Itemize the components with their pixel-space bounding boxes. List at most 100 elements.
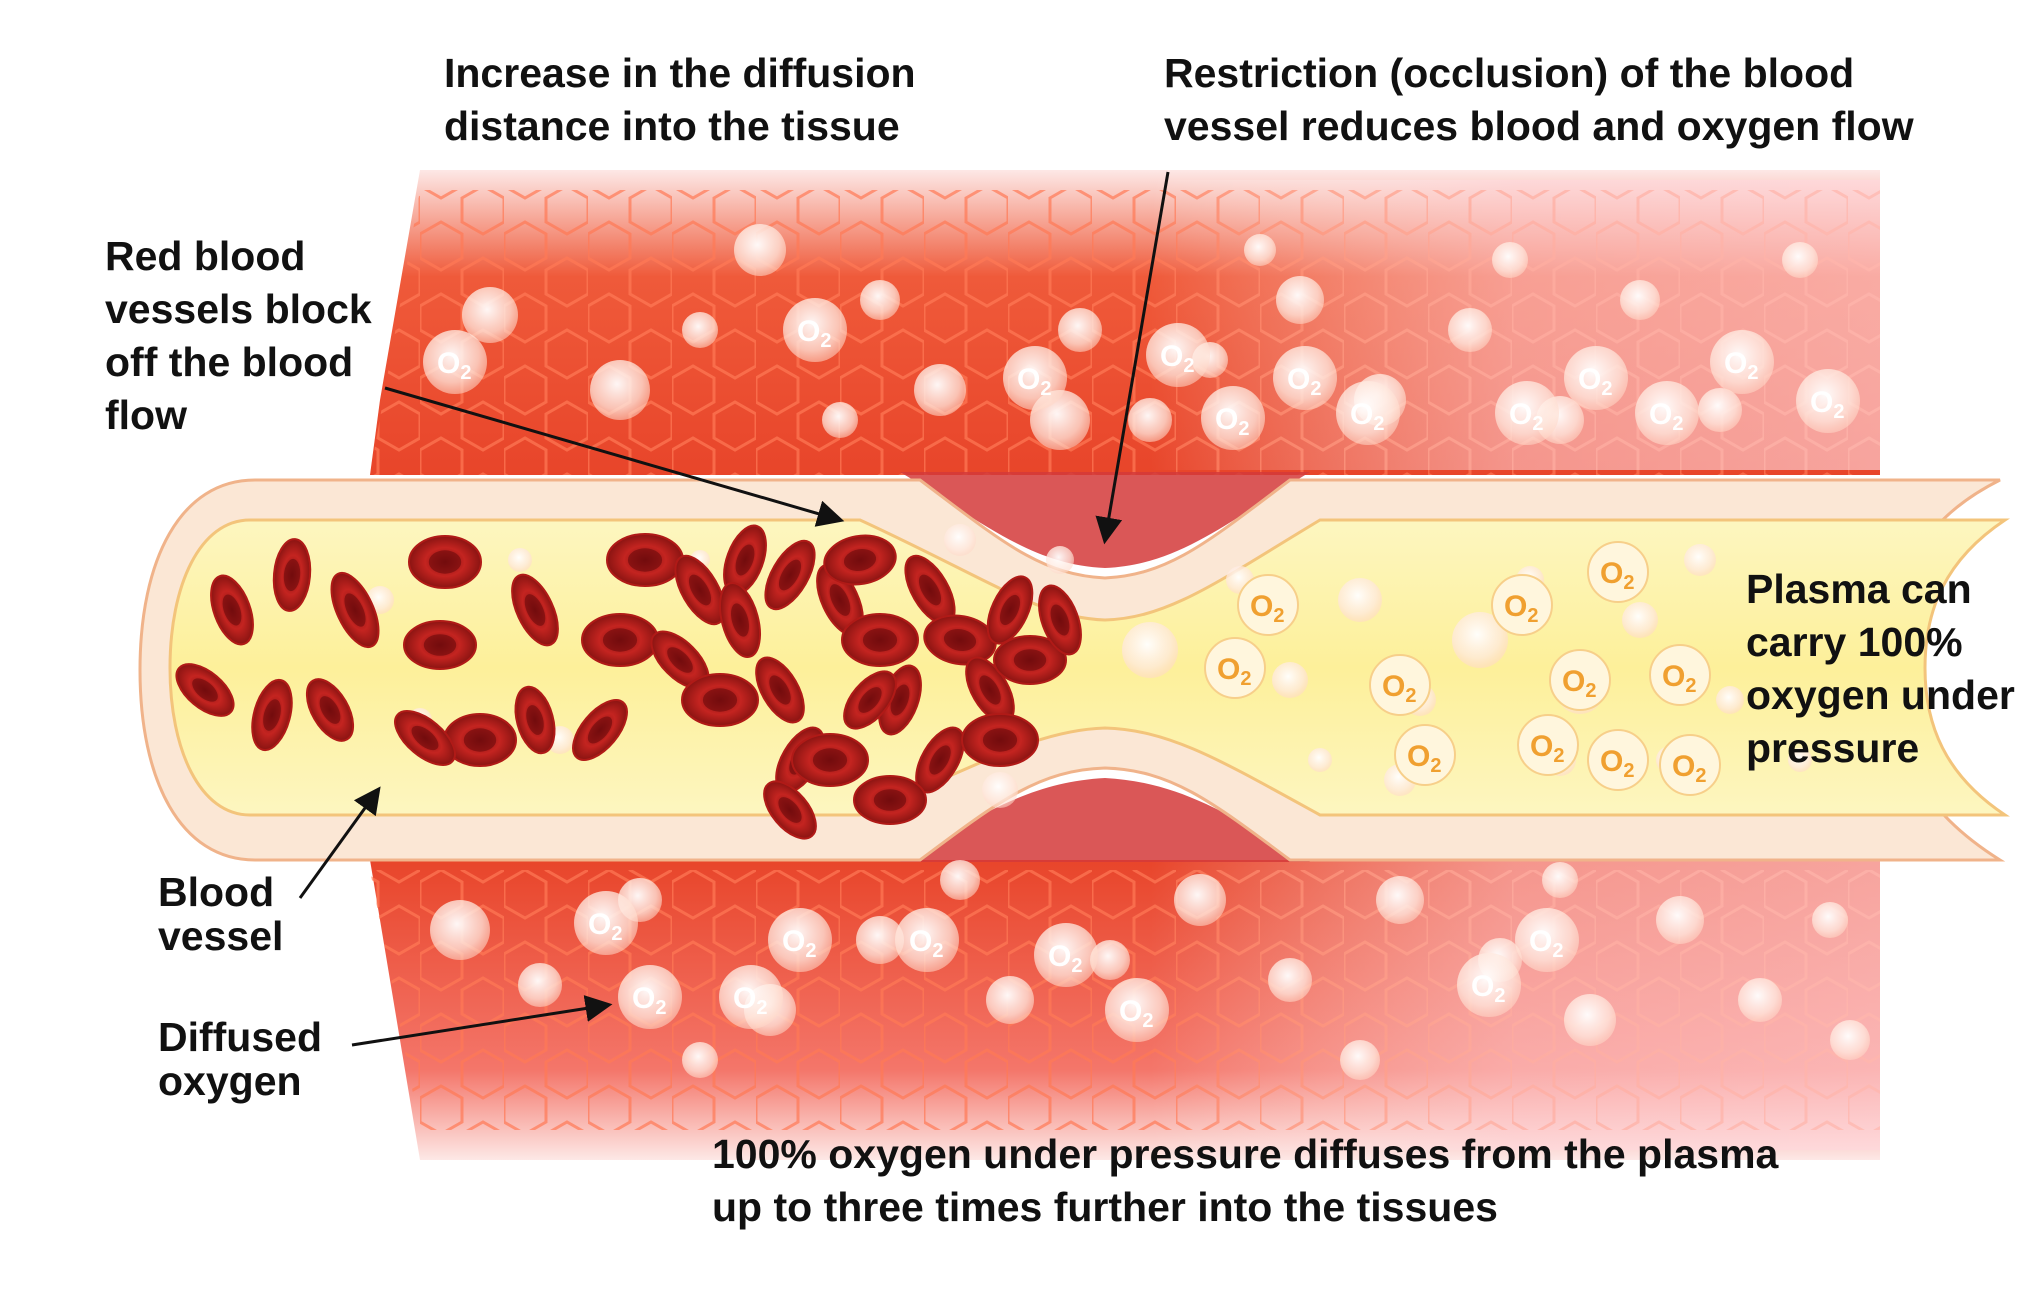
red-blood-cell xyxy=(251,678,293,752)
oxygen-bubble xyxy=(1542,862,1578,898)
o2-label: O2 xyxy=(1530,730,1564,767)
label-diffusion-distance: Increase in the diffusion distance into … xyxy=(444,47,916,153)
red-blood-cell xyxy=(843,670,897,730)
label-line: Blood xyxy=(158,869,275,915)
oxygen-bubble xyxy=(682,1042,718,1078)
oxygen-bubble xyxy=(1308,748,1332,772)
callout-arrows xyxy=(298,171,1170,1047)
o2-molecule-plasma xyxy=(1659,734,1721,796)
red-blood-cell xyxy=(394,710,456,766)
o2-molecule-tissue xyxy=(1003,346,1067,410)
red-blood-cell xyxy=(961,713,1039,767)
red-blood-cell xyxy=(993,635,1067,685)
red-blood-cell xyxy=(791,733,869,787)
oxygen-bubble xyxy=(1338,578,1382,622)
red-blood-cell xyxy=(1038,584,1082,656)
o2-molecule-plasma xyxy=(1549,649,1611,711)
o2-molecule-plasma xyxy=(1394,724,1456,786)
oxygen-bubble xyxy=(1716,686,1744,714)
o2-molecule-tissue xyxy=(895,908,959,972)
oxygen-bubble xyxy=(1812,902,1848,938)
red-blood-cell xyxy=(403,620,477,670)
label-occlusion: Restriction (occlusion) of the blood ves… xyxy=(1164,47,1914,153)
red-blood-cell xyxy=(923,614,997,666)
label-line: up to three times further into the tissu… xyxy=(712,1184,1498,1230)
label-line: distance into the tissue xyxy=(444,103,900,149)
arrow-red-blood xyxy=(384,386,845,527)
oxygen-bubble xyxy=(986,976,1034,1024)
label-line: oxygen xyxy=(158,1058,302,1104)
o2-molecule-plasma xyxy=(1649,644,1711,706)
label-line: Diffused xyxy=(158,1014,322,1060)
red-blood-cell xyxy=(272,538,312,612)
oxygen-bubble xyxy=(860,280,900,320)
oxygen-bubble xyxy=(1738,978,1782,1022)
o2-molecule-tissue xyxy=(1635,381,1699,445)
oxygen-bubble xyxy=(1448,308,1492,352)
o2-molecule-tissue xyxy=(1201,386,1265,450)
oxygen-bubble xyxy=(1564,994,1616,1046)
o2-molecule-plasma xyxy=(1517,714,1579,776)
oxygen-bubble xyxy=(1128,398,1172,442)
label-line: oxygen under xyxy=(1746,672,2015,718)
arrow-occlusion xyxy=(1095,171,1170,545)
oxygen-bubble xyxy=(1788,748,1812,772)
occlusion-bottom xyxy=(900,778,1310,862)
arrow-blood-vessel xyxy=(298,786,381,899)
oxygen-bubble xyxy=(944,524,976,556)
label-blood-vessel: Blood vessel xyxy=(158,870,283,958)
label-line: flow xyxy=(105,392,187,438)
oxygen-bubble xyxy=(1268,958,1312,1002)
o2-label: O2 xyxy=(1662,660,1696,697)
oxygen-bubble xyxy=(1698,388,1742,432)
o2-molecule-tissue xyxy=(1710,330,1774,394)
o2-molecule-tissue xyxy=(1515,908,1579,972)
label-line: off the blood xyxy=(105,339,354,385)
label-line: Plasma can xyxy=(1746,566,1972,612)
o2-molecule-tissue xyxy=(768,908,832,972)
o2-molecule-tissue xyxy=(574,891,638,955)
o2-molecule-plasma xyxy=(1587,729,1649,791)
oxygen-bubble xyxy=(1656,896,1704,944)
red-blood-cell xyxy=(305,678,355,742)
red-blood-cell xyxy=(581,613,659,667)
oxygen-bubble xyxy=(940,860,980,900)
oxygen-bubble xyxy=(914,364,966,416)
oxygen-bubble xyxy=(1622,602,1658,638)
red-blood-cell xyxy=(572,699,628,761)
arrow-diffused-oxygen xyxy=(351,995,613,1047)
oxygen-bubble xyxy=(1830,1020,1870,1060)
label-line: vessel reduces blood and oxygen flow xyxy=(1164,103,1914,149)
oxygen-bubble xyxy=(1376,876,1424,924)
oxygen-bubble xyxy=(1492,242,1528,278)
red-blood-cell xyxy=(210,574,254,646)
o2-molecule-plasma xyxy=(1369,654,1431,716)
label-line: Increase in the diffusion xyxy=(444,50,916,96)
red-blood-cell xyxy=(330,571,380,649)
oxygen-bubble xyxy=(1272,662,1308,698)
o2-molecule-tissue xyxy=(1146,323,1210,387)
oxygen-bubble xyxy=(1174,874,1226,926)
oxygen-bubble xyxy=(856,916,904,964)
o2-label: O2 xyxy=(1504,590,1538,627)
red-blood-cells xyxy=(175,524,1082,840)
oxygen-bubble xyxy=(1620,280,1660,320)
oxygen-bubble xyxy=(508,548,532,572)
oxygen-bubble xyxy=(590,360,650,420)
oxygen-bubble xyxy=(1452,612,1508,668)
oxygen-bubble xyxy=(822,402,858,438)
label-red-blood: Red blood vessels block off the blood fl… xyxy=(105,230,372,442)
oxygen-bubble xyxy=(430,900,490,960)
label-line: 100% oxygen under pressure diffuses from… xyxy=(712,1131,1779,1177)
label-line: Restriction (occlusion) of the blood xyxy=(1164,50,1855,96)
oxygen-bubble xyxy=(1276,276,1324,324)
oxygen-bubble xyxy=(982,772,1018,808)
oxygen-bubble xyxy=(518,963,562,1007)
o2-molecule-plasma xyxy=(1204,637,1266,699)
o2-label: O2 xyxy=(1017,363,1051,400)
red-blood-cell xyxy=(823,534,897,586)
red-blood-cell xyxy=(986,575,1034,645)
oxygen-bubble xyxy=(1244,234,1276,266)
o2-molecule-tissue xyxy=(1034,923,1098,987)
